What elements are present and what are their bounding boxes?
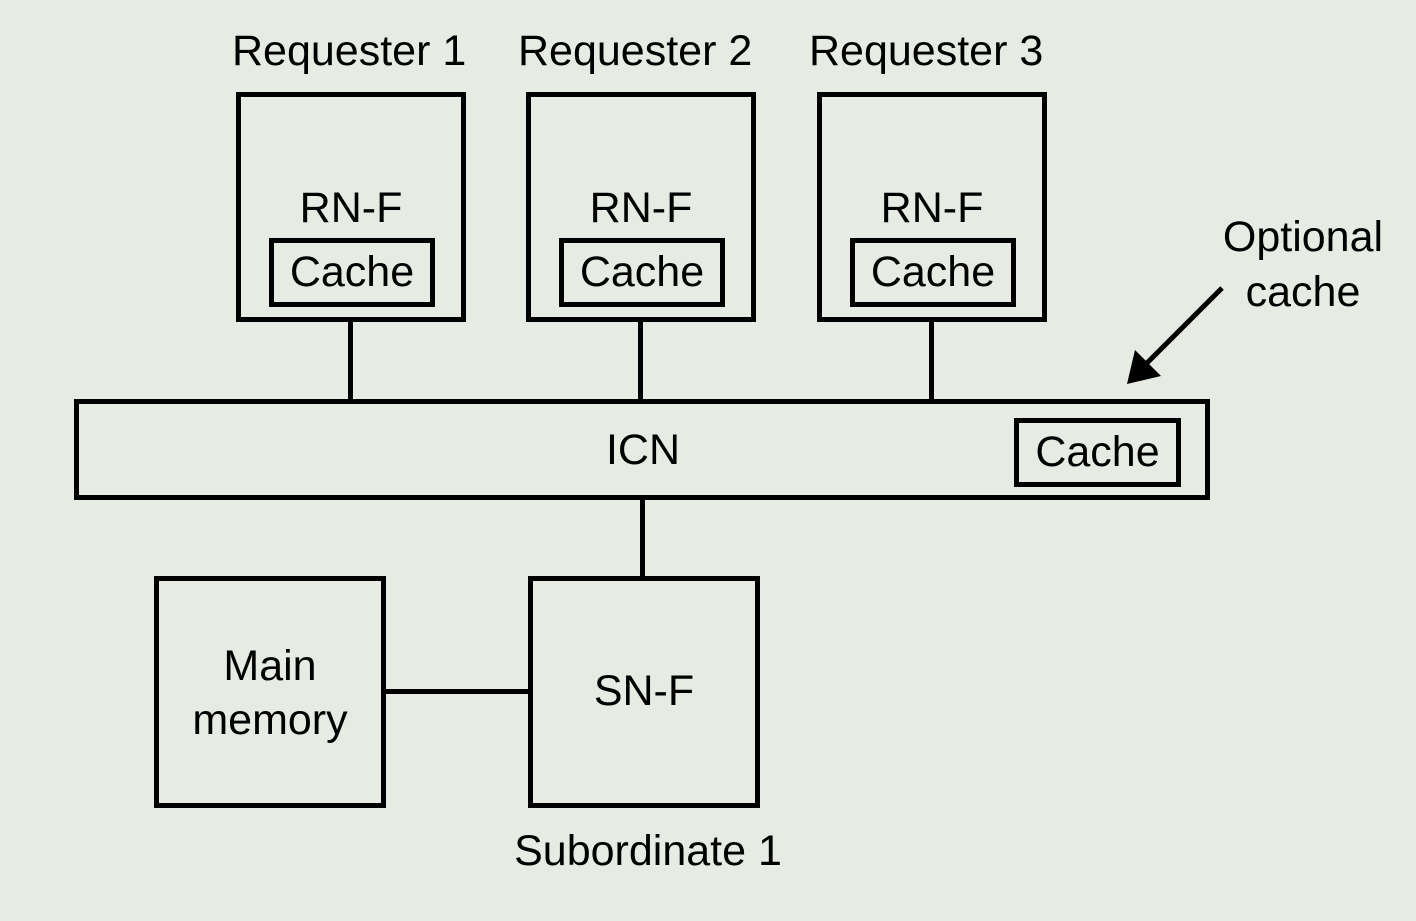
main-memory-line1: Main: [223, 642, 317, 690]
connector-requester-3-icn: [929, 320, 934, 402]
icn-bar: ICN Cache: [74, 399, 1210, 500]
requester-1-rnf-label: RN-F: [299, 184, 403, 232]
requester-2-title: Requester 2: [518, 27, 753, 75]
optional-cache-line2: cache: [1245, 268, 1361, 316]
requester-1-title: Requester 1: [232, 27, 467, 75]
subordinate-1-title: Subordinate 1: [514, 827, 782, 875]
connector-requester-2-icn: [638, 320, 643, 402]
requester-2-rnf-label: RN-F: [589, 184, 693, 232]
connector-icn-snf: [640, 498, 645, 580]
connector-memory-snf: [384, 689, 530, 694]
requester-2-cache: Cache: [559, 238, 725, 307]
requester-3-cache: Cache: [850, 238, 1016, 307]
icn-cache: Cache: [1014, 418, 1181, 487]
requester-1-cache: Cache: [269, 238, 435, 307]
snf-box: SN-F: [528, 576, 760, 808]
icn-label: ICN: [605, 426, 681, 474]
requester-3-rnf-label: RN-F: [880, 184, 984, 232]
requester-1-box: RN-F Cache: [236, 92, 466, 322]
requester-3-box: RN-F Cache: [817, 92, 1047, 322]
main-memory-box: Main memory: [154, 576, 386, 808]
snf-label: SN-F: [593, 667, 695, 715]
main-memory-line2: memory: [192, 696, 348, 744]
connector-requester-1-icn: [348, 320, 353, 402]
requester-2-box: RN-F Cache: [526, 92, 756, 322]
requester-3-title: Requester 3: [809, 27, 1044, 75]
optional-cache-line1: Optional: [1222, 213, 1384, 261]
